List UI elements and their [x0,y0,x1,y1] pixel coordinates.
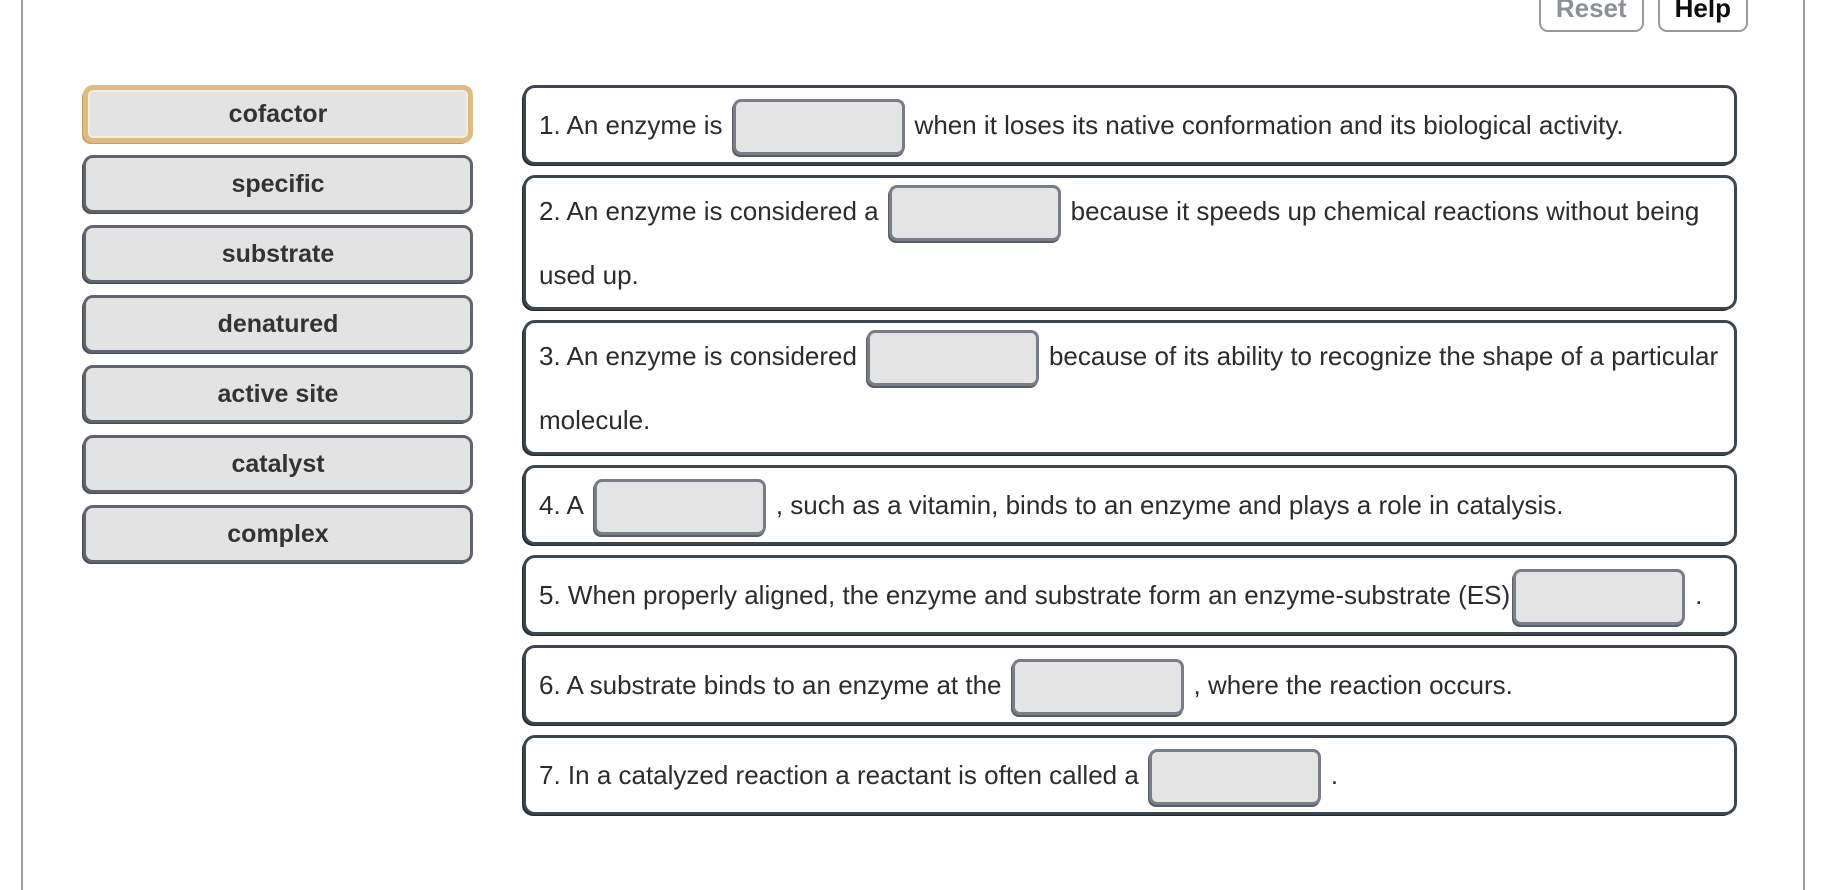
question-5-blank[interactable] [1513,569,1686,626]
toolbar: Reset Help [1538,0,1748,32]
question-1-blank[interactable] [732,99,905,156]
question-1-before: 1. An enzyme is [539,110,723,140]
question-2-after: because it speeds up chemical reactions … [539,195,1700,290]
content-frame-right-border [1803,0,1805,890]
question-6: 6. A substrate binds to an enzyme at the… [523,645,1737,725]
question-4: 4. A , such as a vitamin, binds to an enz… [523,465,1737,545]
word-bank-item-denatured[interactable]: denatured [83,295,473,353]
question-5-text: 5. When properly aligned, the enzyme and… [539,563,1702,627]
content-frame-left-border [21,0,23,890]
help-button[interactable]: Help [1657,0,1748,32]
reset-button[interactable]: Reset [1538,0,1644,32]
question-4-after: , such as a vitamin, binds to an enzyme … [775,490,1564,520]
question-7-before: 7. In a catalyzed reaction a reactant is… [539,760,1139,790]
question-6-after: , where the reaction occurs. [1193,670,1513,700]
question-4-text: 4. A , such as a vitamin, binds to an enz… [539,473,1563,537]
word-bank-item-complex[interactable]: complex [83,505,473,563]
word-bank-item-active-site[interactable]: active site [83,365,473,423]
question-7-after: . [1330,760,1339,790]
word-bank-item-substrate[interactable]: substrate [83,225,473,283]
question-1-after: when it loses its native conformation an… [914,110,1624,140]
question-4-blank[interactable] [593,479,766,536]
question-5-after: . [1695,580,1703,610]
question-1-text: 1. An enzyme is when it loses its native … [539,93,1624,157]
word-bank-item-specific[interactable]: specific [83,155,473,213]
question-3-before: 3. An enzyme is considered [539,340,857,371]
question-1: 1. An enzyme is when it loses its native … [523,85,1737,165]
questions-list: 1. An enzyme is when it loses its native … [523,85,1737,815]
word-bank: cofactor specific substrate denatured ac… [83,85,473,563]
word-bank-item-catalyst[interactable]: catalyst [83,435,473,493]
question-3-blank[interactable] [866,329,1039,386]
question-5-before: 5. When properly aligned, the enzyme and… [539,580,1511,610]
question-7: 7. In a catalyzed reaction a reactant is… [523,735,1737,815]
question-2-before: 2. An enzyme is considered a [539,195,879,226]
question-4-before: 4. A [539,490,584,520]
question-5: 5. When properly aligned, the enzyme and… [523,555,1737,635]
question-7-blank[interactable] [1148,749,1321,806]
question-6-blank[interactable] [1011,659,1184,716]
word-bank-item-cofactor[interactable]: cofactor [83,85,473,143]
question-6-before: 6. A substrate binds to an enzyme at the [539,670,1002,700]
question-3-after: because of its ability to recognize the … [539,340,1719,435]
question-2-blank[interactable] [888,184,1061,241]
question-6-text: 6. A substrate binds to an enzyme at the… [539,653,1513,717]
question-7-text: 7. In a catalyzed reaction a reactant is… [539,743,1338,807]
